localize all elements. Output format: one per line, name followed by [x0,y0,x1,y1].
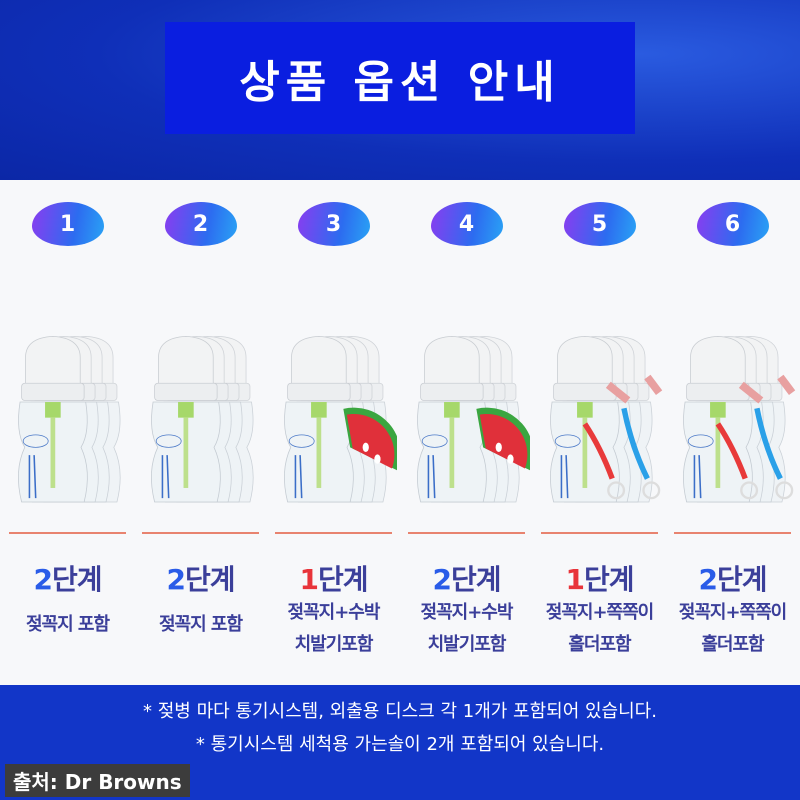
option-description: 젖꼭지 포함 [25,614,110,635]
stage-label: 1단계 [565,563,634,596]
option-number-badge: 3 [297,202,370,246]
divider [408,532,525,534]
divider [9,532,126,534]
bottle-image [405,330,534,514]
stage-label: 2단계 [698,563,767,596]
option-description: 젖꼭지+쪽쪽이 [545,602,654,623]
option-number-badge: 5 [563,202,636,246]
option-description: 치발기포함 [294,634,374,655]
divider [674,532,791,534]
option-description: 치발기포함 [427,634,507,655]
bottle-image [538,330,663,514]
option-number-badge: 1 [31,202,104,246]
option-description: 홀더포함 [568,634,631,655]
bottle-image [139,330,264,514]
option-number-badge: 6 [696,202,769,246]
option-description: 젖꼭지+쪽쪽이 [678,602,787,623]
bottle-image [6,330,131,514]
stage-label: 2단계 [166,563,235,596]
bottle-image [272,330,401,514]
option-description: 젖꼭지+수박 [420,602,514,623]
option-number-badge: 2 [164,202,237,246]
note-1: * 젖병 마다 통기시스템, 외출용 디스크 각 1개가 포함되어 있습니다. [143,701,657,722]
divider [275,532,392,534]
option-description: 젖꼭지+수박 [287,602,381,623]
notes: * 젖병 마다 통기시스템, 외출용 디스크 각 1개가 포함되어 있습니다. … [0,695,800,761]
page-title: 상품 옵션 안내 [165,22,635,134]
divider [142,532,259,534]
option-number-badge: 4 [430,202,503,246]
stage-label: 1단계 [299,563,368,596]
divider [541,532,658,534]
option-description: 홀더포함 [701,634,764,655]
option-description: 젖꼭지 포함 [158,614,243,635]
source-label: 출처: Dr Browns [5,764,190,797]
bottle-image [671,330,796,514]
stage-label: 2단계 [432,563,501,596]
stage-label: 2단계 [33,563,102,596]
note-2: * 통기시스템 세척용 가는솔이 2개 포함되어 있습니다. [195,734,605,755]
